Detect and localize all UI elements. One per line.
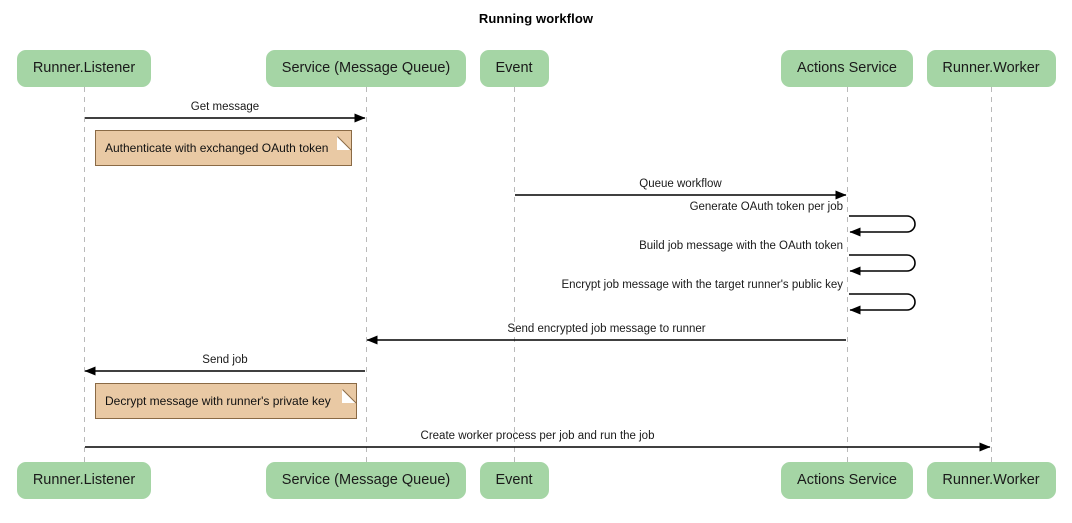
participant-event-top[interactable]: Event bbox=[479, 50, 549, 87]
participant-label: Runner.Worker bbox=[942, 60, 1040, 76]
lifelines-group bbox=[84, 87, 992, 462]
note-authenticate-with-exchanged-oauth-token: Authenticate with exchanged OAuth token bbox=[95, 130, 352, 166]
participant-service-message-queue-bottom[interactable]: Service (Message Queue) bbox=[266, 462, 466, 499]
note-decrypt-message-with-runners-private-key: Decrypt message with runner's private ke… bbox=[95, 383, 357, 419]
note-fold-edge bbox=[342, 383, 357, 404]
participant-runner-listener-top[interactable]: Runner.Listener bbox=[17, 50, 151, 87]
participant-label: Event bbox=[495, 472, 533, 488]
message-label-generate-oauth-token-per-job: Generate OAuth token per job bbox=[689, 201, 843, 213]
participant-label: Service (Message Queue) bbox=[281, 472, 451, 488]
participant-label: Runner.Listener bbox=[32, 60, 136, 76]
participant-label: Runner.Worker bbox=[942, 472, 1040, 488]
message-arrows-group bbox=[84, 113, 991, 452]
participant-actions-service-bottom[interactable]: Actions Service bbox=[781, 462, 913, 499]
message-label-build-job-message-with-the-oauth-token: Build job message with the OAuth token bbox=[639, 240, 843, 252]
participant-runner-worker-bottom[interactable]: Runner.Worker bbox=[926, 462, 1056, 499]
self-message-generate-oauth-token-per-job bbox=[849, 215, 916, 237]
participant-label: Runner.Listener bbox=[32, 472, 136, 488]
message-label-encrypt-job-message-with-the-target-runners-public-key: Encrypt job message with the target runn… bbox=[561, 279, 843, 291]
message-label-send-job: Send job bbox=[202, 354, 248, 366]
participant-actions-service-top[interactable]: Actions Service bbox=[781, 50, 913, 87]
page-title: Running workflow bbox=[478, 11, 594, 26]
participant-label: Actions Service bbox=[797, 472, 897, 488]
message-label-create-worker-process-per-job-and-run-the-job: Create worker process per job and run th… bbox=[420, 430, 655, 442]
note-label: Authenticate with exchanged OAuth token bbox=[105, 141, 329, 155]
message-label-get-message: Get message bbox=[190, 101, 260, 113]
participant-service-message-queue-top[interactable]: Service (Message Queue) bbox=[266, 50, 466, 87]
message-label-queue-workflow: Queue workflow bbox=[639, 178, 722, 190]
participant-label: Service (Message Queue) bbox=[281, 60, 451, 76]
participant-label: Actions Service bbox=[797, 60, 897, 76]
participant-runner-worker-top[interactable]: Runner.Worker bbox=[926, 50, 1056, 87]
participant-label: Event bbox=[495, 60, 533, 76]
message-label-send-encrypted-job-message-to-runner: Send encrypted job message to runner bbox=[507, 323, 706, 335]
self-message-encrypt-job-message-with-the-target-runners-public-key bbox=[849, 293, 916, 315]
note-label: Decrypt message with runner's private ke… bbox=[105, 394, 331, 408]
self-message-build-job-message-with-the-oauth-token bbox=[849, 254, 916, 276]
participant-event-bottom[interactable]: Event bbox=[479, 462, 549, 499]
note-fold-edge bbox=[337, 130, 352, 151]
participant-runner-listener-bottom[interactable]: Runner.Listener bbox=[17, 462, 151, 499]
